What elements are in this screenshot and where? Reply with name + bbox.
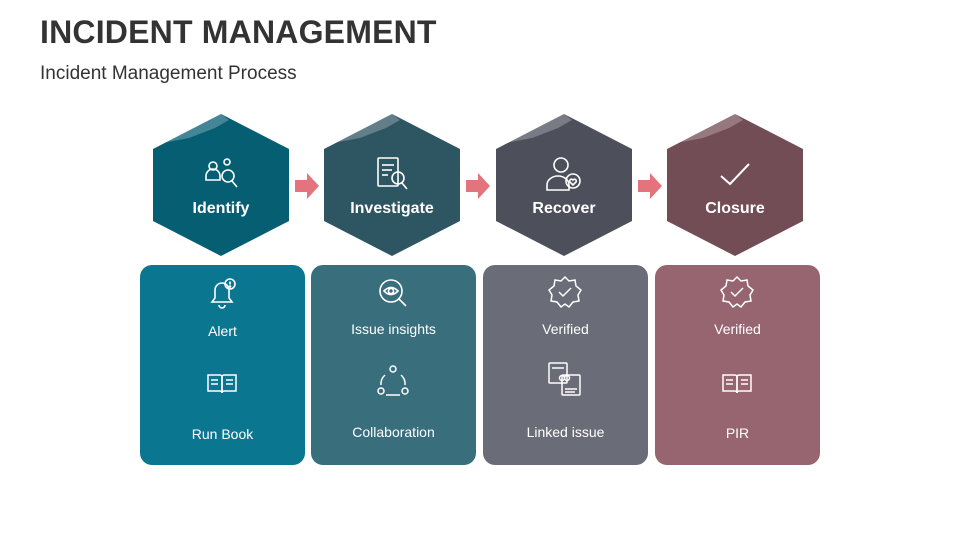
open-book-icon	[207, 374, 237, 394]
open-book-icon	[722, 374, 752, 394]
step-identify: Identify	[153, 114, 289, 256]
step-investigate: Investigate	[324, 114, 460, 256]
verified-badge-icon	[548, 275, 582, 309]
card-item-label: Verified	[542, 321, 589, 337]
page-title: INCIDENT MANAGEMENT	[40, 14, 437, 50]
step-closure: Closure	[667, 114, 803, 256]
card-item-label: Verified	[714, 321, 761, 337]
checkmark-icon	[720, 163, 750, 186]
step-recover: Recover	[496, 114, 632, 256]
arrow-icon	[466, 173, 490, 199]
step-label: Investigate	[350, 200, 434, 217]
step-label: Identify	[192, 200, 250, 217]
card-item-label: Linked issue	[526, 424, 605, 440]
card-identify: Alert Run Book	[140, 265, 305, 465]
card-item-label: Alert	[208, 323, 237, 339]
step-label: Recover	[532, 200, 596, 217]
card-item-label: Collaboration	[352, 424, 435, 440]
card-investigate: Issue insights Collaboration	[311, 265, 476, 465]
verified-badge-icon	[720, 275, 754, 309]
collaboration-cycle-icon	[377, 365, 409, 396]
arrow-icon	[295, 173, 319, 199]
step-label: Closure	[705, 200, 765, 217]
card-item-label: PIR	[725, 425, 750, 441]
user-heart-icon	[546, 157, 581, 191]
arrow-icon	[638, 173, 662, 199]
page-subtitle: Incident Management Process	[40, 63, 297, 84]
card-recover: Verified Linked issue	[483, 265, 648, 465]
bell-alert-icon	[210, 278, 236, 309]
card-closure: Verified PIR	[655, 265, 820, 465]
card-item-label: Issue insights	[351, 321, 436, 337]
card-item-label: Run Book	[191, 426, 254, 442]
eye-search-icon	[379, 279, 407, 307]
team-search-icon	[205, 158, 238, 188]
linked-documents-icon	[548, 362, 581, 396]
document-search-icon	[377, 157, 408, 190]
